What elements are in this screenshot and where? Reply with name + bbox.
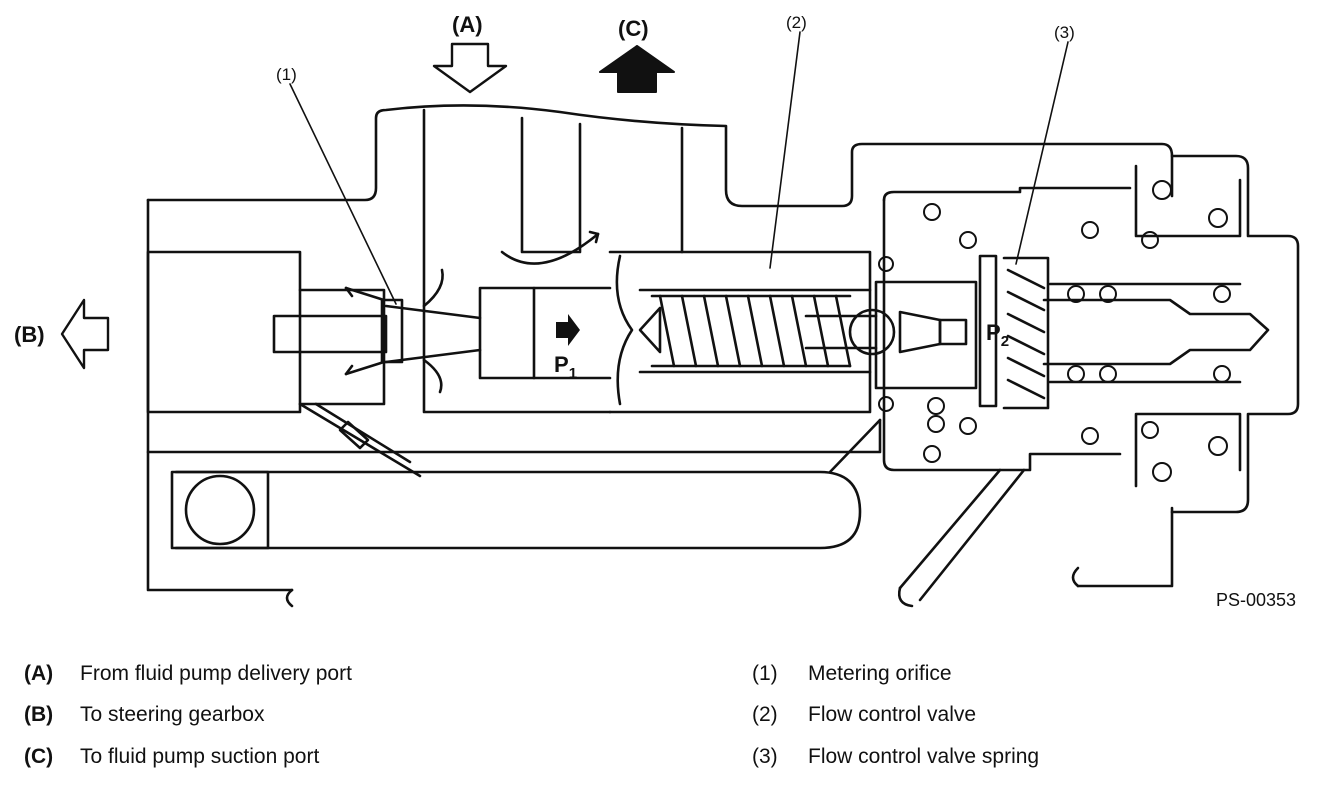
legend-text: To fluid pump suction port bbox=[80, 745, 320, 768]
legend-key: (2) bbox=[752, 703, 778, 726]
callout-1: (1) bbox=[276, 65, 297, 84]
legend-item-c: (C) To fluid pump suction port bbox=[24, 745, 319, 769]
metering-orifice bbox=[380, 298, 404, 364]
plunger-rod bbox=[1042, 298, 1270, 366]
flow-control-spring-2 bbox=[650, 294, 852, 368]
callout-b: (B) bbox=[14, 322, 45, 347]
end-cap bbox=[1170, 154, 1300, 514]
pressure-p1-label: P1 bbox=[554, 352, 577, 382]
flow-control-spring-3 bbox=[1002, 256, 1050, 410]
legend-item-1: (1) Metering orifice bbox=[752, 662, 952, 686]
spool-head bbox=[478, 286, 536, 380]
bypass-pipe bbox=[174, 470, 862, 550]
leader-line-2 bbox=[769, 31, 801, 269]
check-ball bbox=[848, 308, 896, 356]
legend-text: Flow control valve bbox=[808, 703, 977, 726]
callout-a: (A) bbox=[452, 12, 483, 37]
callout-c: (C) bbox=[618, 16, 649, 41]
legend-text: To steering gearbox bbox=[80, 703, 265, 726]
legend-text: From fluid pump delivery port bbox=[80, 662, 352, 685]
legend-text: Flow control valve spring bbox=[808, 745, 1040, 768]
legend-key: (3) bbox=[752, 745, 778, 768]
leader-line-1 bbox=[289, 83, 397, 305]
flow-control-valve-diagram: (A) (C) (B) (1) (2) (3) P1 P2 PS-00353 bbox=[14, 12, 1300, 610]
legend-item-b: (B) To steering gearbox bbox=[24, 703, 264, 727]
callout-2: (2) bbox=[786, 13, 807, 32]
outlet-fitting bbox=[146, 250, 302, 414]
o-rings bbox=[878, 180, 1231, 482]
arrow-c-suction bbox=[599, 45, 675, 93]
callout-3: (3) bbox=[1054, 23, 1075, 42]
valve-housing-lower bbox=[146, 198, 882, 454]
legend-item-2: (2) Flow control valve bbox=[752, 703, 976, 727]
pressure-p2-label: P2 bbox=[986, 320, 1009, 350]
leader-line-3 bbox=[1015, 41, 1069, 265]
arrow-a-inlet bbox=[432, 42, 508, 94]
legend-text: Metering orifice bbox=[808, 662, 952, 685]
legend-key: (A) bbox=[24, 662, 54, 685]
figure-code: PS-00353 bbox=[1216, 590, 1296, 610]
legend-item-a: (A) From fluid pump delivery port bbox=[24, 662, 352, 686]
legend-item-3: (3) Flow control valve spring bbox=[752, 745, 1039, 769]
arrow-b-outlet bbox=[60, 298, 110, 370]
legend-key: (B) bbox=[24, 703, 54, 726]
legend-key: (C) bbox=[24, 745, 54, 768]
valve-housing bbox=[146, 104, 1174, 208]
legend-key: (1) bbox=[752, 662, 778, 685]
arrow-p1 bbox=[556, 314, 580, 346]
spool-bore bbox=[608, 250, 872, 414]
